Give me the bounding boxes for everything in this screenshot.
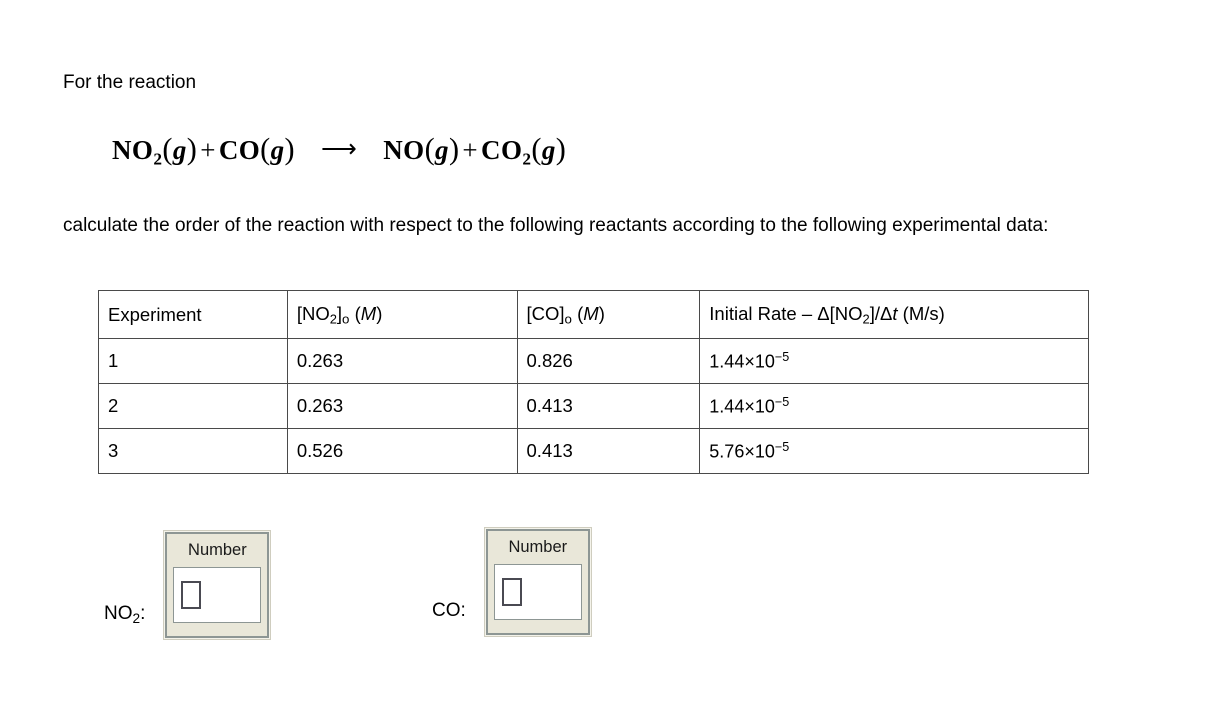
- empty-box-icon: [181, 581, 202, 609]
- reactant-no2-state: g: [172, 135, 187, 165]
- answer-input-co[interactable]: [493, 564, 582, 620]
- reactant-co-formula: CO: [218, 135, 261, 165]
- reactant-label-no2: NO2:: [104, 602, 146, 626]
- cell-no2: 0.526: [286, 428, 518, 474]
- number-widget-label: Number: [508, 538, 568, 556]
- equation-product-no: NO(g): [383, 132, 460, 166]
- header-co-concentration: [CO]o (M): [516, 290, 701, 339]
- product-no-state: g: [435, 135, 449, 165]
- product-no-formula: NO: [383, 135, 425, 165]
- table-row: 3 0.526 0.413 5.76×10−5: [98, 428, 1089, 474]
- equation-product-co2: CO2(g): [481, 132, 567, 169]
- cell-co: 0.413: [516, 428, 701, 474]
- equation-reactant-co: CO(g): [218, 132, 295, 166]
- reaction-arrow-icon: ⟶: [321, 136, 358, 163]
- cell-rate: 5.76×10−5: [699, 428, 1089, 474]
- intro-text: For the reaction: [63, 72, 197, 93]
- table-row: 2 0.263 0.413 1.44×10−5: [98, 383, 1089, 429]
- cell-experiment: 3: [98, 428, 288, 474]
- header-initial-rate: Initial Rate – Δ[NO2]/Δt (M/s): [699, 290, 1089, 339]
- reactant-no2-formula: NO: [112, 135, 154, 165]
- number-widget-no2[interactable]: Number: [163, 530, 272, 640]
- cell-no2: 0.263: [286, 383, 518, 429]
- chemical-equation: NO2(g)+CO(g)⟶NO(g)+CO2(g): [112, 132, 566, 177]
- equation-plus-right: +: [462, 135, 479, 165]
- question-prompt: calculate the order of the reaction with…: [63, 215, 1049, 236]
- empty-box-icon: [501, 578, 522, 606]
- answer-group-no2: NO2: Number: [104, 530, 272, 640]
- number-widget-co[interactable]: Number: [483, 527, 592, 637]
- cell-co: 0.826: [516, 338, 701, 384]
- header-experiment: Experiment: [98, 290, 288, 339]
- table-row: 1 0.263 0.826 1.44×10−5: [98, 338, 1089, 384]
- reactant-co-state: g: [270, 135, 285, 165]
- answer-group-co: CO: Number: [432, 527, 592, 637]
- cell-experiment: 2: [98, 383, 288, 429]
- answer-input-no2[interactable]: [173, 567, 262, 623]
- cell-rate: 1.44×10−5: [699, 338, 1089, 384]
- number-widget-label: Number: [188, 541, 247, 559]
- cell-co: 0.413: [516, 383, 701, 429]
- equation-plus-left: +: [200, 135, 216, 165]
- cell-rate: 1.44×10−5: [699, 383, 1089, 429]
- cell-experiment: 1: [98, 338, 288, 384]
- equation-reactant-no2: NO2(g): [112, 132, 198, 169]
- header-no2-concentration: [NO2]o (M): [286, 290, 518, 339]
- experimental-data-table: Experiment [NO2]o (M) [CO]o (M) Initial …: [98, 290, 1089, 474]
- reactant-label-co: CO:: [432, 599, 466, 621]
- reactant-no2-subscript: 2: [153, 149, 163, 169]
- product-co2-formula: CO: [481, 135, 523, 165]
- product-co2-subscript: 2: [522, 149, 532, 169]
- cell-no2: 0.263: [286, 338, 518, 384]
- product-co2-state: g: [541, 135, 556, 165]
- table-header-row: Experiment [NO2]o (M) [CO]o (M) Initial …: [98, 290, 1089, 339]
